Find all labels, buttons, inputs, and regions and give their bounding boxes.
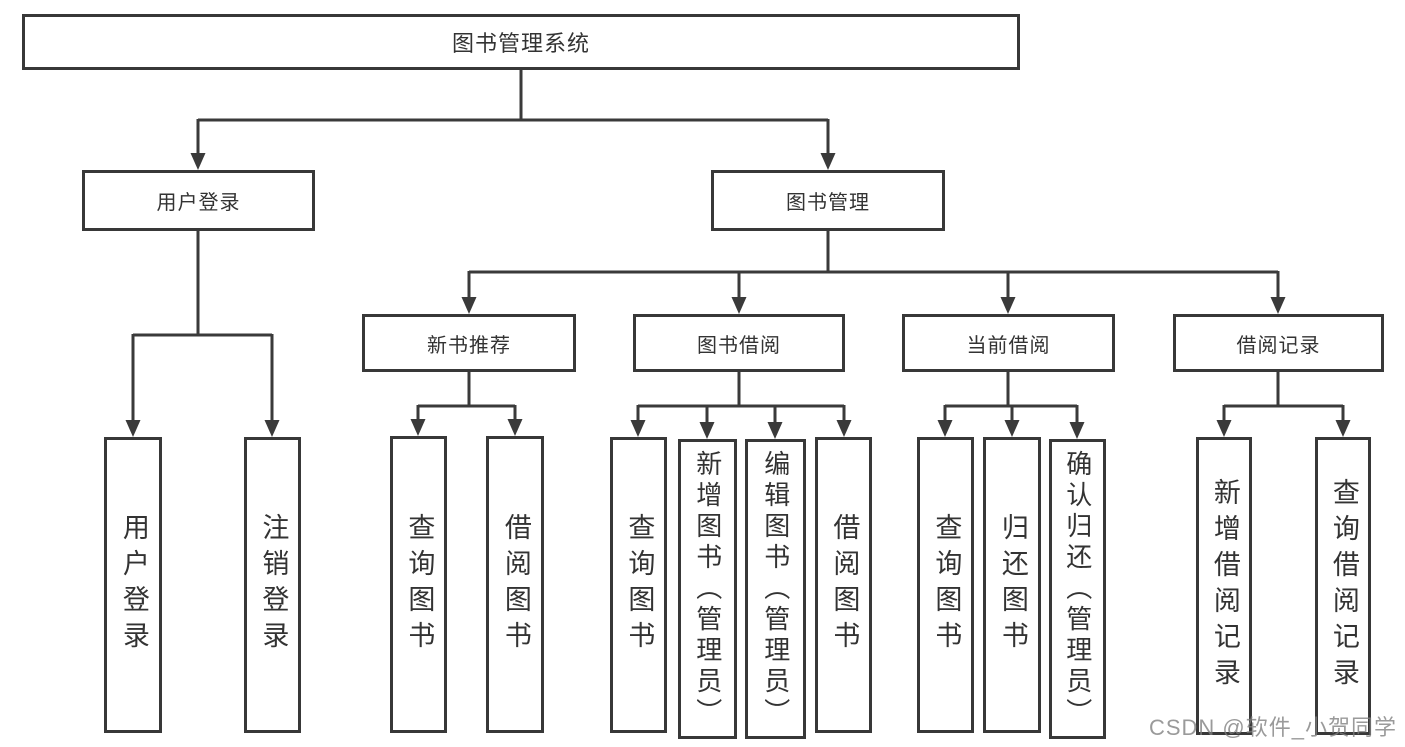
node-book-borrow-label: 图书借阅 [697, 334, 781, 357]
leaf-borrow-borrow-books: 借阅图书 [815, 437, 872, 733]
leaf-records-add-record: 新增借阅记录 [1196, 437, 1252, 735]
leaf-newbook-query-books-label: 查询图书 [404, 512, 435, 657]
node-new-book-recommend-label: 新书推荐 [427, 334, 511, 357]
leaf-newbook-query-books: 查询图书 [390, 436, 447, 733]
leaf-borrow-query-books-label: 查询图书 [624, 513, 655, 657]
node-current-borrow-label: 当前借阅 [966, 334, 1051, 357]
leaf-borrow-add-books-admin: 新增图书（管理员） [678, 439, 737, 739]
leaf-borrow-add-books-admin-label: 新增图书（管理员） [692, 449, 723, 729]
leaf-current-query-books-label: 查询图书 [931, 513, 962, 657]
leaf-logout-label: 注销登录 [258, 513, 289, 657]
leaf-records-add-record-label: 新增借阅记录 [1209, 478, 1240, 694]
leaf-user-login-label: 用户登录 [118, 513, 149, 657]
leaf-borrow-query-books: 查询图书 [610, 437, 667, 733]
node-library-system: 图书管理系统 [22, 14, 1020, 70]
leaf-borrow-borrow-books-label: 借阅图书 [829, 513, 860, 657]
leaf-current-query-books: 查询图书 [917, 437, 974, 733]
node-new-book-recommend: 新书推荐 [362, 314, 576, 372]
leaf-current-confirm-return-admin: 确认归还（管理员） [1049, 439, 1106, 739]
leaf-logout: 注销登录 [244, 437, 301, 733]
node-library-system-label: 图书管理系统 [451, 31, 590, 56]
leaf-records-query-record: 查询借阅记录 [1315, 437, 1371, 735]
node-book-borrow: 图书借阅 [633, 314, 845, 372]
leaf-newbook-borrow-books-label: 借阅图书 [500, 512, 531, 657]
leaf-borrow-edit-books-admin-label: 编辑图书（管理员） [760, 449, 791, 729]
leaf-user-login: 用户登录 [104, 437, 162, 733]
leaf-current-confirm-return-admin-label: 确认归还（管理员） [1062, 449, 1093, 729]
leaf-current-return-books: 归还图书 [983, 437, 1041, 733]
watermark: CSDN @软件_小贺同学 [1148, 715, 1397, 740]
node-current-borrow: 当前借阅 [902, 314, 1115, 372]
node-book-management-label: 图书管理 [786, 192, 870, 214]
node-user-login: 用户登录 [82, 170, 315, 231]
node-borrow-records-label: 借阅记录 [1236, 334, 1321, 357]
node-user-login-label: 用户登录 [156, 192, 241, 214]
node-book-management: 图书管理 [711, 170, 945, 231]
leaf-newbook-borrow-books: 借阅图书 [486, 436, 544, 733]
leaf-current-return-books-label: 归还图书 [997, 513, 1028, 657]
leaf-records-query-record-label: 查询借阅记录 [1328, 478, 1359, 694]
leaf-borrow-edit-books-admin: 编辑图书（管理员） [745, 439, 806, 739]
node-borrow-records: 借阅记录 [1173, 314, 1384, 372]
